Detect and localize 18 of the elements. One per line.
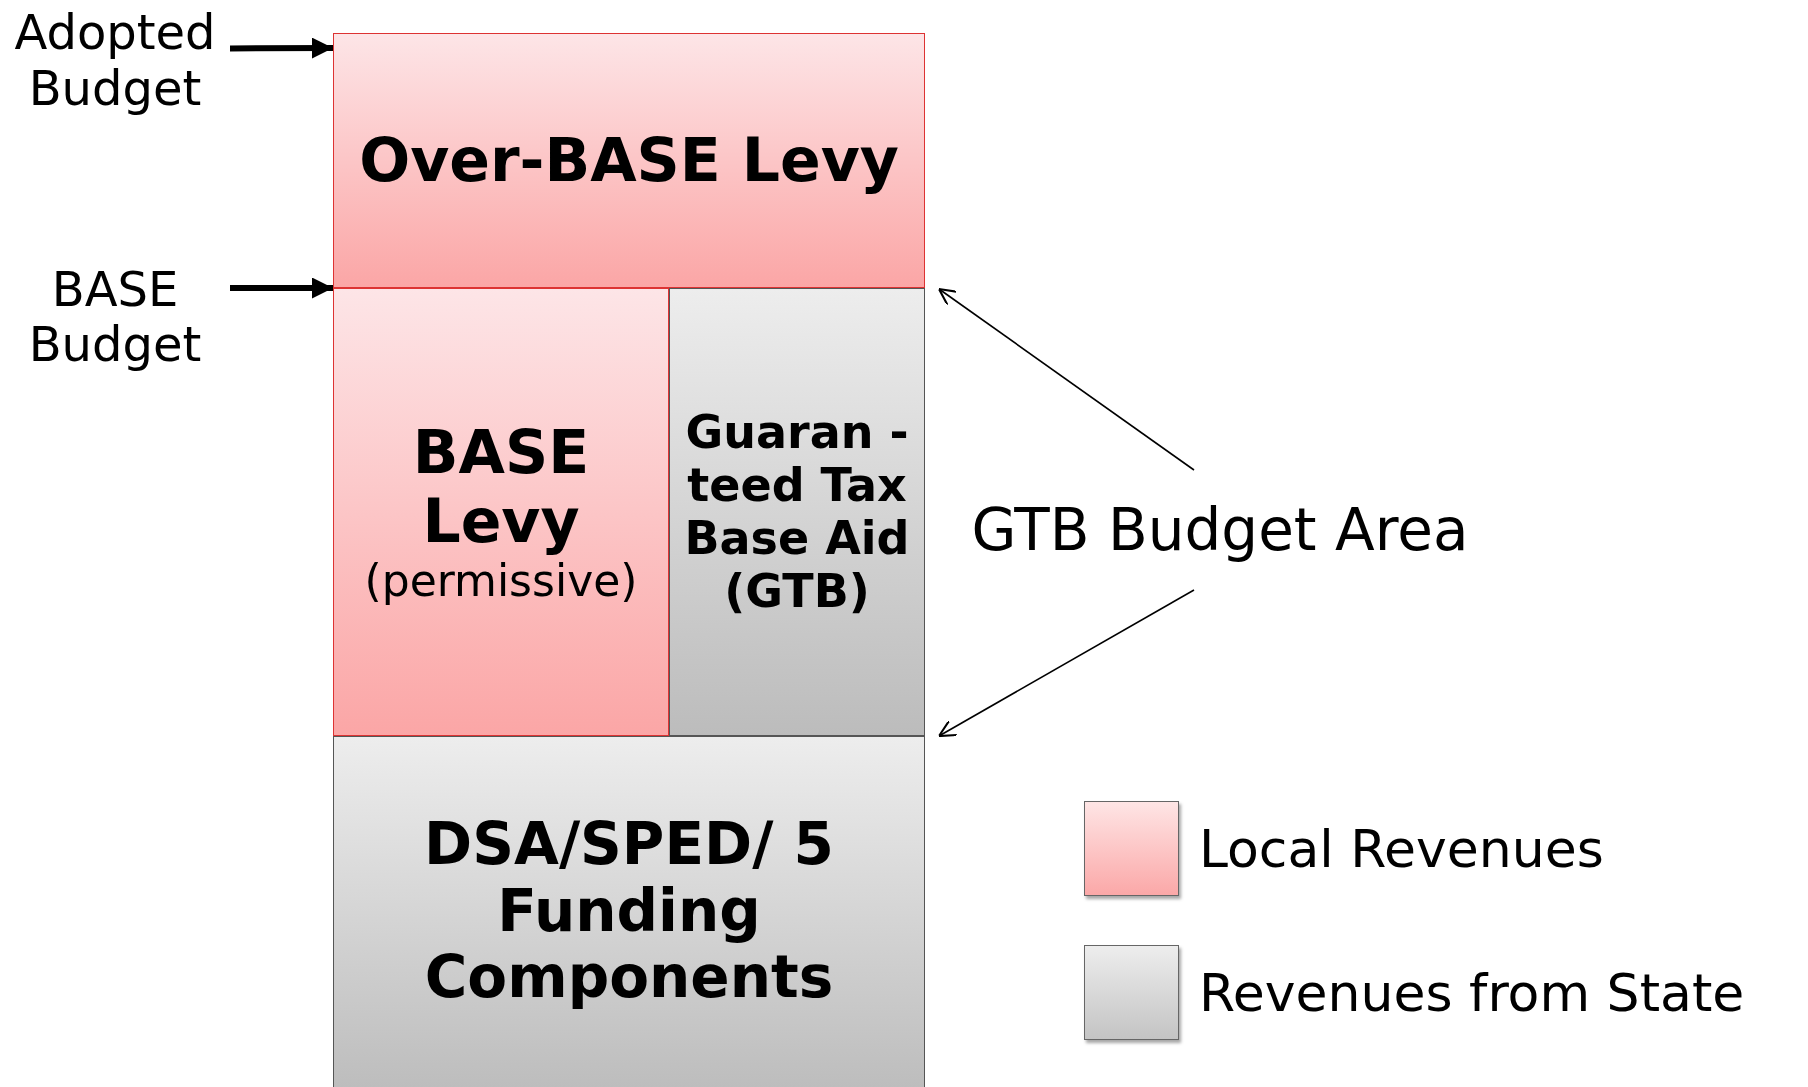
levy-block <box>333 33 925 288</box>
arrow <box>937 589 1195 738</box>
arrow <box>937 287 1195 471</box>
legend-label: Revenues from State <box>1199 962 1745 1023</box>
box-title: BASE Levy <box>411 417 591 556</box>
arrow <box>230 277 333 299</box>
box-title: Over-BASE Levy <box>359 126 899 195</box>
label-text: BASE Budget <box>27 261 203 373</box>
label-text: Adopted Budget <box>13 5 217 116</box>
box-title: DSA/SPED/ 5 Funding Components <box>423 810 835 1012</box>
aid-block <box>669 288 925 736</box>
box-subtitle: (permissive) <box>364 555 638 607</box>
box-title: Guaran -teed Tax Base Aid (GTB) <box>683 406 911 618</box>
arrow <box>230 37 333 59</box>
legend-label: Local Revenues <box>1199 818 1604 879</box>
aid-block <box>333 736 925 1087</box>
label-text: GTB Budget Area <box>971 496 1469 564</box>
levy-block <box>333 288 669 736</box>
